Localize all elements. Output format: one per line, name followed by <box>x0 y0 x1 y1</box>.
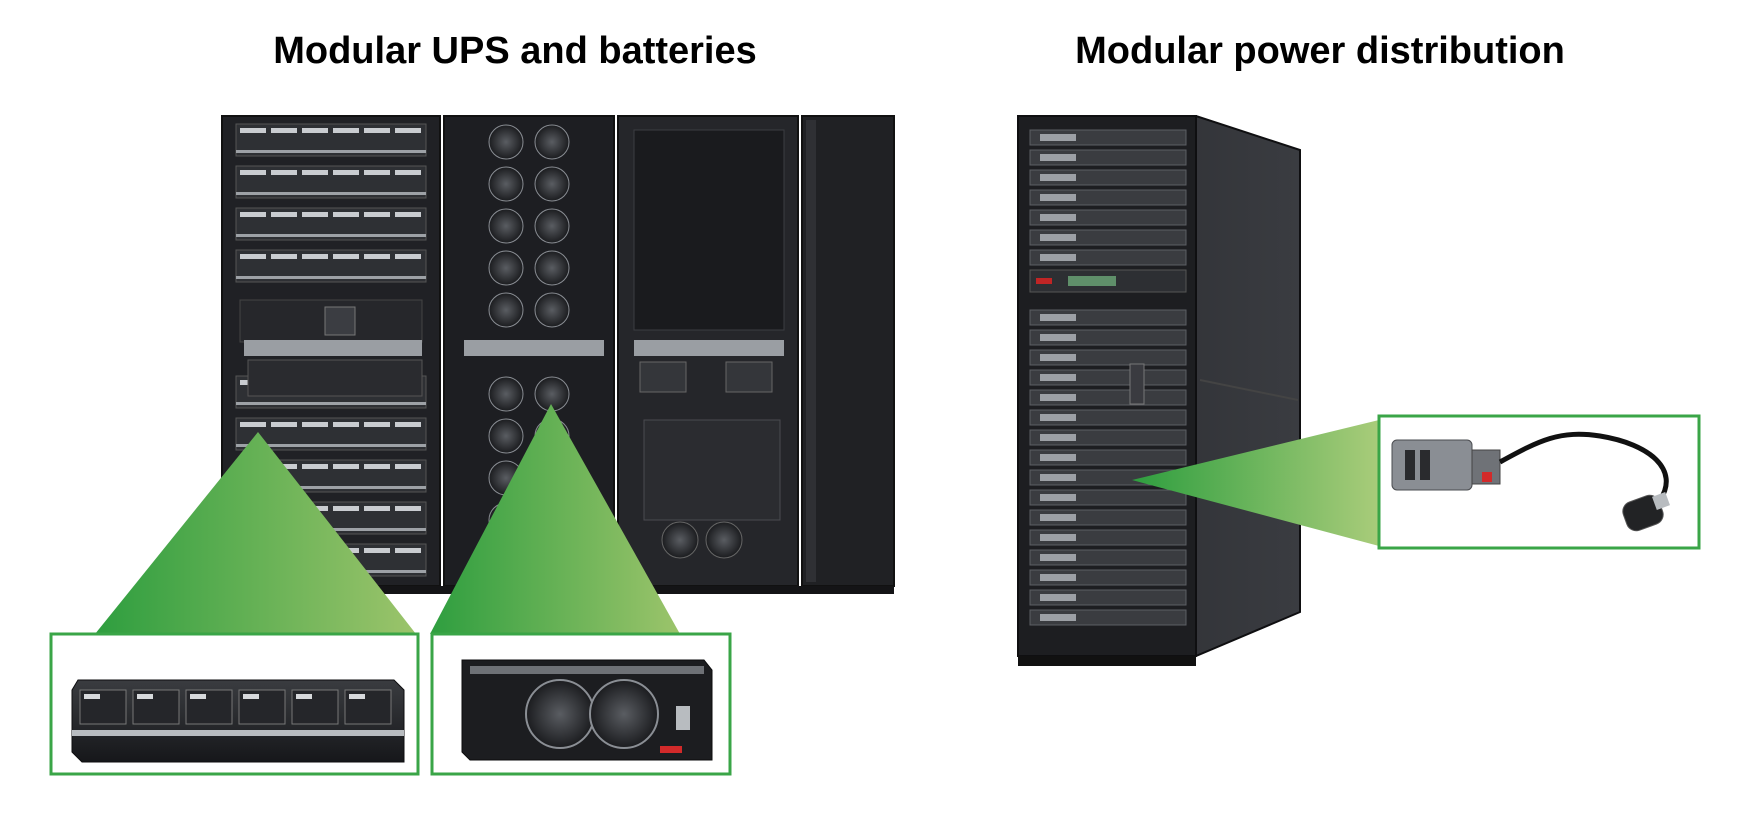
breaker-module <box>1029 229 1187 246</box>
fan-icon <box>534 250 570 286</box>
breaker-module <box>1029 609 1187 626</box>
fan-icon <box>488 376 524 412</box>
cabinet-brand-strip-2 <box>464 340 604 356</box>
battery-callout-pointer <box>95 432 416 634</box>
cabinet-brand-strip <box>244 340 422 356</box>
breaker-module <box>1029 369 1187 386</box>
breaker-module <box>1029 589 1187 606</box>
breaker-module <box>1029 209 1187 226</box>
breaker-module <box>1029 429 1187 446</box>
breaker-module <box>1029 149 1187 166</box>
breaker-module <box>1029 309 1187 326</box>
battery-module-icon <box>71 679 405 763</box>
pdu-breaker-modules <box>1029 129 1187 626</box>
pdu-section-title: Modular power distribution <box>1075 30 1565 72</box>
breaker-cable-icon <box>1391 431 1670 532</box>
breaker-module <box>1029 169 1187 186</box>
apc-logo-icon <box>660 746 682 753</box>
breaker-callout-pointer <box>1132 420 1379 546</box>
side-panel-cabinet <box>801 115 895 587</box>
io-cabinet <box>617 115 799 587</box>
pdu-rack <box>1017 115 1301 666</box>
fan-icon <box>488 166 524 202</box>
fan-icon <box>488 250 524 286</box>
breaker-module <box>1029 349 1187 366</box>
fan-icon <box>488 418 524 454</box>
breaker-module <box>1029 389 1187 406</box>
breaker-module <box>1029 449 1187 466</box>
fan-icon <box>488 292 524 328</box>
battery-cell <box>132 689 180 725</box>
breaker-module <box>1029 529 1187 546</box>
breaker-module <box>1029 329 1187 346</box>
breaker-cable-detail <box>1377 414 1701 550</box>
breaker-module <box>1029 189 1187 206</box>
fan-icon <box>534 292 570 328</box>
fan-icon <box>534 124 570 160</box>
breaker-module <box>1029 509 1187 526</box>
breaker-module <box>1029 409 1187 426</box>
door-handle-icon <box>1129 363 1145 405</box>
breaker-module <box>1029 569 1187 586</box>
battery-module-detail <box>49 632 420 776</box>
fan-icon <box>534 166 570 202</box>
power-module-icon <box>461 659 713 761</box>
fan-icon <box>488 208 524 244</box>
control-display-icon <box>324 306 356 336</box>
fan-icon <box>488 124 524 160</box>
breaker-module <box>1029 489 1187 506</box>
power-module-detail <box>430 632 732 776</box>
breaker-module <box>1029 549 1187 566</box>
ups-section-title: Modular UPS and batteries <box>273 30 757 72</box>
breaker-module <box>1029 129 1187 146</box>
fan-icon <box>534 208 570 244</box>
breaker-module <box>1029 249 1187 266</box>
power-module-callout-pointer <box>430 404 680 634</box>
battery-cabinet <box>221 115 441 587</box>
